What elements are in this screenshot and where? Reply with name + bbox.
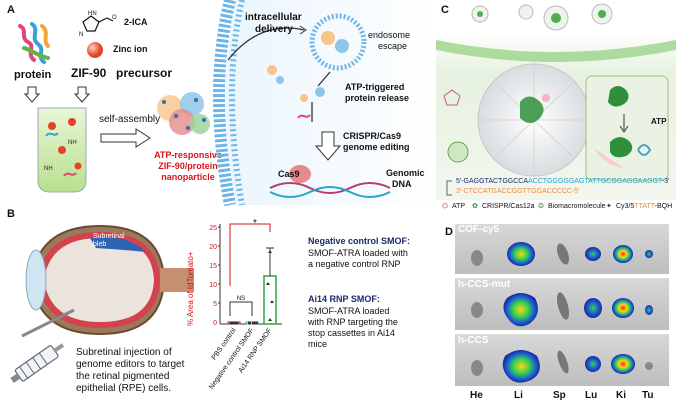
row-label-h-ccs-mut: h-CCS-mut — [458, 279, 511, 290]
panel-letter-d: D — [445, 226, 453, 238]
panel-letter-b: B — [7, 208, 15, 220]
probe-legend-label: Cy3/5TTATT-BQH — [616, 203, 673, 210]
data-point — [229, 321, 233, 325]
biomacromolecule-legend-icon: ❂ — [538, 203, 544, 210]
data-point — [268, 318, 272, 321]
down-arrow-icon — [23, 86, 41, 103]
ai14-title: Ai14 RNP SMOF: — [308, 294, 380, 304]
injection-caption: Subretinal injection of genome editors t… — [76, 347, 185, 394]
sequence-line-2: 3'-CTCCATGACCGGTTGGACCCCC-5' — [456, 188, 580, 195]
row-label-h-ccs: h-CCS — [458, 335, 489, 346]
neg-control-title: Negative control SMOF: — [308, 236, 411, 246]
protein-structure-illustration — [18, 22, 50, 64]
organ-label-tu: Tu — [642, 390, 654, 401]
down-arrow-icon — [73, 86, 91, 103]
data-point — [252, 321, 255, 325]
atp-legend-icon: ⌬ — [442, 203, 449, 210]
chart-y-axis-label: % Area of tdTomato+ — [186, 251, 195, 327]
ns-label: NS — [237, 296, 245, 302]
y-tick-label: 15 — [209, 263, 217, 270]
data-point — [255, 321, 258, 325]
zif90-label: ZIF-90 — [71, 66, 107, 80]
ica-molecule-icon: HN N O — [79, 11, 117, 38]
cell-membrane — [213, 0, 438, 207]
eye-cross-section — [21, 224, 194, 338]
biomacromolecule-legend-label: Biomacromolecule — [548, 203, 606, 210]
sequence-bracket-icon — [446, 180, 452, 196]
syringe-illustration — [10, 343, 65, 383]
svg-text:NH: NH — [68, 140, 77, 146]
panel-letter-c: C — [441, 4, 449, 16]
svg-text:O: O — [112, 15, 117, 21]
neg-control-desc: SMOF-ATRA loaded with a negative control… — [308, 248, 408, 269]
reaction-vial: NH NH — [37, 107, 87, 193]
self-assembly-arrow — [100, 128, 151, 148]
self-assembly-label: self-assembly — [99, 114, 161, 125]
nanoparticle-caption: ATP-responsive ZIF-90/protein nanopartic… — [154, 150, 222, 182]
organ-label-li: Li — [514, 390, 523, 401]
data-point — [248, 321, 251, 325]
crispr-editing-label: CRISPR/Cas9 genome editing — [343, 131, 410, 152]
crispr-legend-label: CRISPR/Cas12a — [482, 203, 535, 210]
tdtomato-dot-chart: 25 20 15 10 5 0 NS * PBS control Negati — [208, 218, 282, 391]
y-tick-label: 10 — [209, 282, 217, 289]
subretinal-bleb-label: Subretinal bleb — [93, 233, 125, 248]
ai14-desc: SMOF-ATRA loaded with RNP targeting the … — [308, 306, 398, 349]
panel-c-legend: ⌬ ATP ✿ CRISPR/Cas12a ❂ Biomacromolecule… — [442, 202, 678, 214]
atp-legend-label: ATP — [452, 203, 466, 210]
ica-label: 2-ICA — [124, 17, 148, 27]
endosome-escape-label: endosome escape — [368, 30, 411, 51]
y-tick-label: 5 — [213, 301, 217, 308]
y-tick-label: 20 — [209, 244, 217, 251]
organ-label-lu: Lu — [585, 390, 598, 401]
genomic-dna-label: Genomic DNA — [386, 168, 425, 189]
organ-label-he: He — [470, 390, 483, 401]
row-label-cof-cy5: COF-cy5 — [458, 224, 500, 235]
ex-vivo-imaging-grid — [455, 224, 669, 386]
zinc-label: Zinc ion — [113, 44, 148, 54]
zinc-ion-icon — [87, 42, 103, 58]
data-point — [268, 250, 272, 253]
svg-text:NH: NH — [44, 166, 53, 172]
svg-text:HN: HN — [88, 11, 97, 17]
data-point — [266, 282, 270, 285]
y-tick-label: 25 — [209, 225, 217, 232]
delivery-label: intracellular delivery — [245, 12, 302, 35]
organ-label-ki: Ki — [616, 390, 626, 401]
cof-nanocage-illustration — [436, 3, 676, 200]
y-tick-label: 0 — [213, 320, 217, 327]
ai14-rnp-bar — [263, 275, 277, 325]
zif90-nanoparticle-cluster — [157, 92, 210, 135]
atp-inset-label: ATP — [651, 117, 667, 126]
significance-star: * — [253, 218, 257, 229]
svg-text:N: N — [79, 32, 83, 38]
protein-label: protein — [14, 69, 52, 81]
sequence-line-1: 5'-GAGGTACTGGCCAACCTGGGGGAGTATTGCGGAGGAA… — [456, 178, 670, 185]
x-category-label: Ai14 RNP SMOF — [238, 327, 274, 374]
cas9-label: Cas9 — [278, 169, 300, 179]
atp-release-label: ATP-triggered protein release — [345, 82, 410, 103]
panel-letter-a: A — [7, 4, 15, 16]
data-point — [235, 321, 239, 325]
probe-legend-icon: ✦ — [606, 203, 612, 210]
data-point — [270, 300, 274, 303]
organ-label-sp: Sp — [553, 390, 566, 401]
precursor-label: precursor — [116, 66, 173, 80]
data-point — [232, 321, 236, 325]
crispr-legend-icon: ✿ — [472, 203, 478, 210]
